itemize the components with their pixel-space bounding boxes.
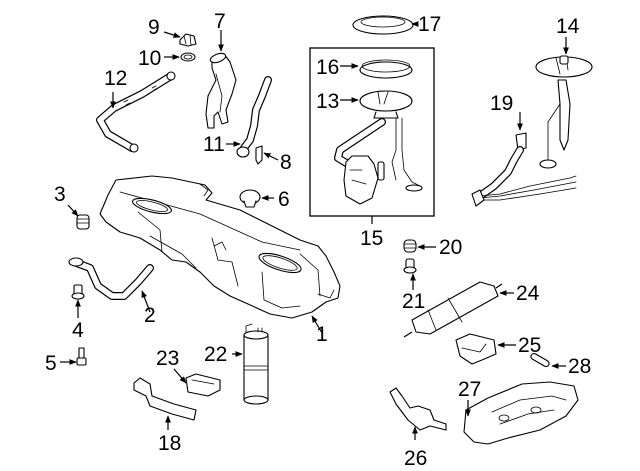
canister-bracket[interactable] bbox=[185, 373, 221, 397]
leader-23 bbox=[173, 368, 187, 384]
seal[interactable] bbox=[359, 59, 413, 79]
heat-shield[interactable] bbox=[463, 381, 579, 445]
fuel-tank[interactable] bbox=[99, 175, 341, 319]
callout-9: 9 bbox=[148, 16, 160, 39]
sending-unit[interactable] bbox=[535, 55, 593, 169]
callout-2: 2 bbox=[144, 304, 156, 327]
callout-27: 27 bbox=[458, 378, 481, 401]
callout-18: 18 bbox=[158, 432, 181, 455]
callout-17: 17 bbox=[418, 13, 441, 36]
callout-12: 12 bbox=[104, 67, 127, 90]
lock-ring[interactable] bbox=[352, 15, 414, 35]
callout-28: 28 bbox=[568, 355, 591, 378]
fuel-pump-assembly[interactable] bbox=[334, 90, 423, 205]
tank-strap[interactable] bbox=[68, 257, 154, 300]
callout-26: 26 bbox=[404, 447, 427, 470]
bracket-18[interactable] bbox=[133, 377, 197, 421]
leader-9 bbox=[163, 31, 181, 38]
callout-1: 1 bbox=[316, 323, 328, 346]
nut[interactable] bbox=[71, 284, 85, 300]
callout-24: 24 bbox=[516, 282, 540, 305]
clip-8[interactable] bbox=[255, 145, 263, 165]
filter-bracket[interactable] bbox=[455, 333, 497, 365]
callout-7: 7 bbox=[214, 10, 226, 33]
filler-neck[interactable] bbox=[205, 52, 237, 129]
cap[interactable] bbox=[239, 189, 261, 208]
callout-13: 13 bbox=[316, 90, 339, 113]
vapor-canister[interactable] bbox=[243, 323, 269, 405]
leader-1 bbox=[311, 315, 323, 334]
insert[interactable] bbox=[403, 258, 417, 274]
vent-hose[interactable] bbox=[96, 71, 176, 153]
leader-8 bbox=[263, 152, 279, 161]
callout-23: 23 bbox=[156, 347, 179, 370]
callout-20: 20 bbox=[439, 236, 462, 259]
filler-hose[interactable] bbox=[236, 76, 272, 158]
callout-10: 10 bbox=[138, 47, 161, 70]
callout-21: 21 bbox=[402, 290, 425, 313]
mount-bracket[interactable] bbox=[389, 387, 447, 431]
callout-6: 6 bbox=[278, 188, 290, 211]
callout-3: 3 bbox=[54, 183, 66, 206]
filler-cap[interactable] bbox=[179, 33, 197, 47]
callout-4: 4 bbox=[72, 319, 84, 342]
callout-22: 22 bbox=[204, 343, 227, 366]
callout-14: 14 bbox=[556, 15, 580, 38]
grommet[interactable] bbox=[76, 214, 90, 230]
fuel-line[interactable] bbox=[471, 132, 577, 207]
callout-19: 19 bbox=[490, 92, 513, 115]
callout-5: 5 bbox=[45, 352, 57, 375]
leader-2 bbox=[141, 290, 151, 313]
o-ring[interactable] bbox=[180, 52, 196, 62]
spring[interactable] bbox=[403, 239, 417, 253]
callout-8: 8 bbox=[280, 151, 292, 174]
callout-25: 25 bbox=[518, 334, 541, 357]
callout-16: 16 bbox=[316, 56, 339, 79]
leader-3 bbox=[67, 204, 79, 217]
fuel-filter[interactable] bbox=[403, 281, 503, 338]
bolt[interactable] bbox=[76, 347, 87, 366]
callout-15: 15 bbox=[360, 227, 383, 250]
clip-28[interactable] bbox=[530, 352, 550, 368]
callout-11: 11 bbox=[203, 133, 225, 156]
